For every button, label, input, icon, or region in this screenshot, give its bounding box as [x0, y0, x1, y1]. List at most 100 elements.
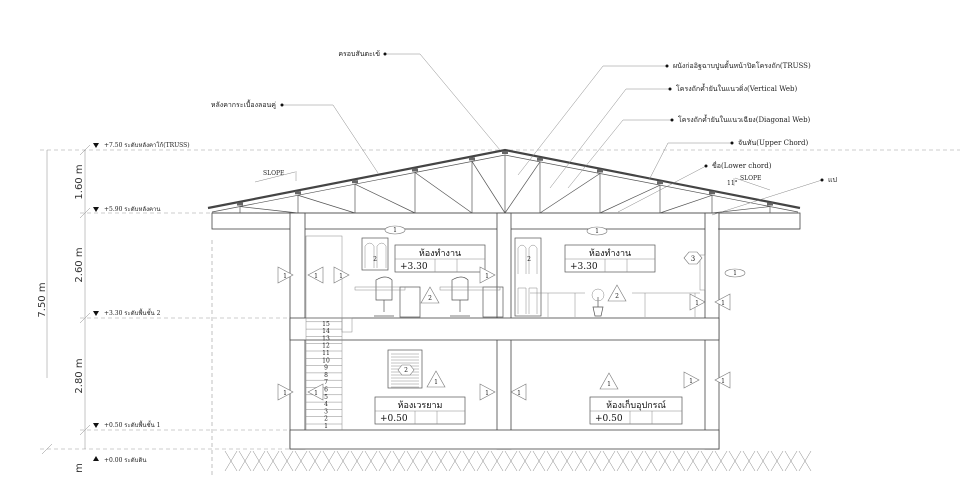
section-tag-icon — [683, 371, 700, 389]
hexagon-tag-label: 3 — [691, 255, 695, 263]
diagonal-web — [539, 173, 601, 214]
hatch-line — [238, 450, 252, 472]
hatch-line — [756, 450, 770, 472]
room-label-box — [589, 396, 683, 425]
room-name: ห้องเวรยาม — [398, 400, 443, 411]
hatch-line — [266, 450, 280, 472]
building-structure — [211, 212, 801, 450]
roof-truss — [207, 148, 801, 214]
room-level: +3.30 — [400, 262, 428, 272]
door-tag-label: 2 — [373, 256, 377, 263]
stair-step-number: 6 — [324, 387, 328, 394]
stair-step-number: 14 — [322, 328, 330, 335]
room-label-boxes: ห้องทำงาน+3.30ห้องทำงาน+3.30ห้องเวรยาม+0… — [374, 244, 683, 425]
level-lines — [40, 149, 960, 475]
diagonal-web — [297, 194, 356, 214]
grid-tag-icon — [384, 225, 406, 235]
level-label: +5.90 ระดับหลังคาน — [104, 206, 161, 213]
slope-value: 11° — [727, 180, 738, 187]
purlin — [502, 151, 508, 154]
section-tag-label: 1 — [485, 390, 489, 397]
furniture — [354, 237, 706, 389]
hatch-line — [574, 450, 588, 472]
ground-hatch — [224, 450, 812, 472]
hatch-line — [336, 450, 350, 472]
level-label: +3.30 ระดับพื้นชั้น 2 — [104, 307, 161, 317]
stair-step-number: 4 — [324, 401, 328, 408]
section-tag-icon — [307, 383, 324, 401]
level-label: +0.00 ระดับดิน — [104, 457, 146, 464]
section-tag-label: 1 — [689, 378, 693, 385]
diagonal-web — [504, 161, 541, 214]
section-tag-icon — [479, 266, 496, 284]
grid-tag-label: 1 — [733, 270, 737, 277]
callouts: ครอบสันตะเข้ หลังคากระเบื้องลอนคู่ ผนังก… — [211, 50, 838, 216]
room-level: +0.50 — [595, 414, 623, 424]
desk-icon — [354, 286, 421, 318]
dimension-lines: 7.50 m 1.60 m 2.60 m 2.80 m m — [37, 144, 91, 473]
room-name: ห้องทำงาน — [419, 248, 461, 259]
purlin — [237, 202, 243, 206]
hatch-line — [420, 450, 434, 472]
room-label-box — [374, 396, 466, 425]
hatch-line — [476, 450, 490, 472]
hatch-line — [616, 450, 630, 472]
hatch-line — [532, 450, 546, 472]
callout-label: โครงถักค้ำยันในแนวดิ่ง(Vertical Web) — [676, 82, 797, 93]
hatch-line — [294, 450, 308, 472]
hatch-line — [630, 450, 644, 472]
hatch-line — [490, 450, 504, 472]
office-chair-icon — [374, 276, 394, 317]
section-tag-label: 1 — [485, 273, 489, 280]
hatch-line — [784, 450, 798, 472]
hatch-line — [406, 450, 420, 472]
door-icon — [361, 237, 389, 271]
callout-label: ครอบสันตะเข้ — [338, 50, 380, 58]
hatch-line — [658, 450, 672, 472]
hatch-line — [644, 450, 658, 472]
room-name: ห้องทำงาน — [589, 248, 631, 259]
roof-sheet — [207, 148, 801, 210]
hatch-line — [546, 450, 560, 472]
hatch-line — [770, 450, 784, 472]
section-tag-icon — [714, 293, 731, 311]
level-label: +0.50 ระดับพื้นชั้น 1 — [104, 419, 160, 429]
section-tag-icon — [277, 266, 294, 284]
door-tag-label: 2 — [527, 256, 531, 263]
dimension-segment: 1.60 m — [74, 164, 85, 199]
section-tag-label: 1 — [314, 273, 318, 280]
stair-step-number: 13 — [322, 335, 330, 342]
dimension-total: 7.50 m — [37, 282, 48, 317]
section-tag-label: 1 — [283, 273, 287, 280]
purlin — [295, 191, 301, 195]
hatch-line — [224, 450, 238, 472]
section-tag-icon — [426, 370, 446, 388]
grid-tag-label: 1 — [595, 228, 599, 235]
callout-label: ขื่อ(Lower chord) — [712, 161, 772, 170]
desk-icon — [530, 292, 700, 317]
stair-step-number: 2 — [324, 416, 328, 423]
hatch-line — [518, 450, 532, 472]
hatch-line — [378, 450, 392, 472]
section-tag-label: 1 — [695, 300, 699, 307]
purlin — [352, 180, 358, 184]
hatch-line — [602, 450, 616, 472]
hatch-line — [434, 450, 448, 472]
room-label-box — [564, 244, 656, 273]
room-label-box — [394, 244, 486, 273]
hexagon-tag-icon — [683, 251, 703, 265]
hatch-line — [392, 450, 406, 472]
level-marker-icon — [93, 143, 99, 148]
hatch-line — [700, 450, 714, 472]
grid-tag-icon — [724, 268, 746, 278]
purlin — [709, 191, 715, 195]
callout-label: ผนังก่ออิฐฉาบปูนตั้นหน้าปิดโครงถัก(TRUSS… — [673, 59, 811, 70]
slope-label: SLOPE — [263, 170, 284, 177]
purlin — [767, 202, 773, 206]
level-label: +7.50 ระดับหลังคาโก้(TRUSS) — [104, 141, 190, 149]
hatch-line — [588, 450, 602, 472]
section-tag-icon — [333, 266, 350, 284]
